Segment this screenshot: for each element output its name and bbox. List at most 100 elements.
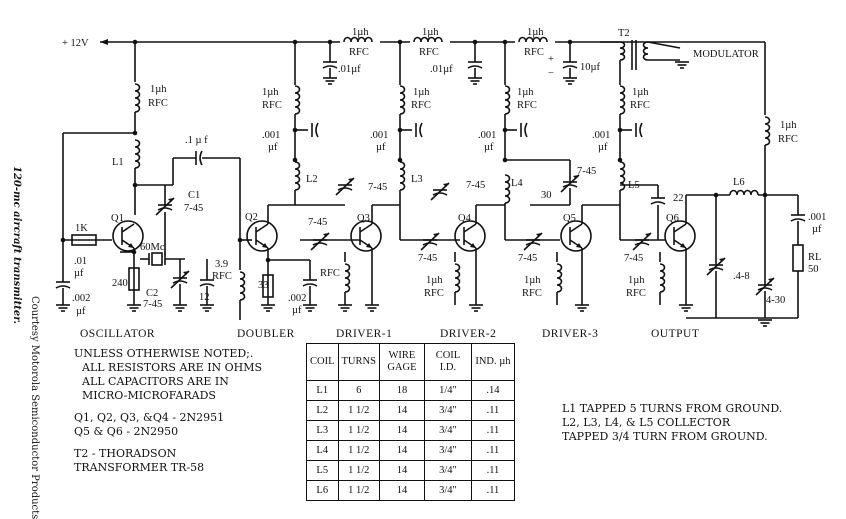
rail-cap-2: .01µf <box>430 64 453 75</box>
table-cell: 18 <box>378 380 425 401</box>
cap-c1: C1 <box>188 190 200 201</box>
resistor-33: 33 <box>258 280 269 291</box>
table-cell: .11 <box>470 480 515 501</box>
cap-30: 30 <box>541 190 552 201</box>
q2-rfc-label: RFC <box>262 100 282 111</box>
table-cell: .11 <box>470 440 515 461</box>
stage-oscillator: OSCILLATOR <box>80 328 155 340</box>
svg-text:µf: µf <box>74 268 84 279</box>
cap-002-b: .002 <box>288 293 306 304</box>
q4-coll-rfc-label: RFC <box>517 100 537 111</box>
table-cell: .11 <box>470 420 515 441</box>
table-cell: 3/4" <box>423 440 472 461</box>
col-coil: COIL <box>306 343 339 381</box>
table-cell: L1 <box>306 380 339 401</box>
transistor-q1: Q1 <box>111 213 124 224</box>
rail-rfc-3-label: RFC <box>524 47 544 58</box>
q6-rfc-label: RFC <box>626 288 646 299</box>
svg-text:−: − <box>548 68 554 79</box>
coil-l2: L2 <box>306 174 318 185</box>
tap-notes: L1 TAPPED 5 TURNS FROM GROUND. L2, L3, L… <box>562 402 783 443</box>
q3-out-trim: 7-45 <box>418 253 437 264</box>
load-rl: RL <box>808 252 821 263</box>
cap-22: 22 <box>673 193 684 204</box>
table-cell: L3 <box>306 420 339 441</box>
figure-title: 120-mc aircraft transmitter. <box>11 166 22 325</box>
q4-rfc-value: 1µh <box>426 275 443 286</box>
coil-l6: L6 <box>733 177 745 188</box>
trim-4-30: 4-30 <box>766 295 785 306</box>
rail-cap-1: .01µf <box>338 64 361 75</box>
transistor-q5: Q5 <box>563 213 576 224</box>
table-cell: 14 <box>378 480 425 501</box>
table-cell: 1 1/2 <box>337 420 380 441</box>
table-cell: 3/4" <box>423 480 472 501</box>
svg-text:µf: µf <box>76 306 86 317</box>
svg-text:µf: µf <box>292 305 302 316</box>
rail-rfc-1-value: 1µh <box>352 27 369 38</box>
coil-table: COIL TURNS WIRE GAGE COIL I.D. IND. µh L… <box>306 343 515 501</box>
svg-text:µf: µf <box>268 142 278 153</box>
modulator-label: MODULATOR <box>693 49 759 60</box>
svg-text:µf: µf <box>376 142 386 153</box>
q3-rfc-label: RFC <box>411 100 431 111</box>
rail-rfc-2-value: 1µh <box>422 27 439 38</box>
coil-l3: L3 <box>411 174 423 185</box>
trim-4-8: .4-8 <box>733 271 750 282</box>
out-rfc-label: RFC <box>778 134 798 145</box>
stage-driver-1: DRIVER-1 <box>336 328 392 340</box>
q5-out-trim: 7-45 <box>624 253 643 264</box>
resistor-240: 240 <box>112 278 128 289</box>
resistor-1k: 1K <box>75 223 88 234</box>
table-cell: 1 1/2 <box>337 480 380 501</box>
figure-credit: Courtesy Motorola Semiconductor Products <box>29 296 40 519</box>
q4-coll-rfc-value: 1µh <box>517 87 534 98</box>
table-cell: 14 <box>378 440 425 461</box>
table-cell: 6 <box>337 380 380 401</box>
transistor-q6: Q6 <box>666 213 679 224</box>
table-cell: L6 <box>306 480 339 501</box>
osc-rfc-label: RFC <box>148 98 168 109</box>
rail-rfc-3-value: 1µh <box>527 27 544 38</box>
cap-c2: C2 <box>146 288 158 299</box>
table-cell: 1/4" <box>423 380 472 401</box>
col-turns: TURNS <box>337 343 380 381</box>
transistor-q4: Q4 <box>458 213 472 224</box>
cap-01: .01 <box>74 256 87 267</box>
q2-out-rfc: RFC <box>320 268 340 279</box>
table-cell: 3/4" <box>423 400 472 421</box>
l4-trim: 7-45 <box>577 166 596 177</box>
out-rfc-value: 1µh <box>780 120 797 131</box>
electrolytic-cap: 10µf <box>580 62 601 73</box>
table-cell: L5 <box>306 460 339 481</box>
coil-table-header: COIL TURNS WIRE GAGE COIL I.D. IND. µh <box>306 343 515 381</box>
out-cap-value: .001 <box>808 212 826 223</box>
q5-bypass: .001 <box>592 130 610 141</box>
resistor-3-9: 3.9 <box>215 259 228 270</box>
q5-coll-rfc-value: 1µh <box>632 87 649 98</box>
cap-c1-value: 7-45 <box>184 203 203 214</box>
load-value: 50 <box>808 264 819 275</box>
stage-doubler: DOUBLER <box>237 328 295 340</box>
q6-rfc-value: 1µh <box>628 275 645 286</box>
table-cell: 14 <box>378 400 425 421</box>
q5-coll-rfc-label: RFC <box>630 100 650 111</box>
table-cell: 1 1/2 <box>337 460 380 481</box>
stage-driver-3: DRIVER-3 <box>542 328 598 340</box>
table-cell: .14 <box>470 380 515 401</box>
q3-rfc-value: 1µh <box>413 87 430 98</box>
doubler-base-rfc: RFC <box>212 271 232 282</box>
cap-002-a: .002 <box>72 293 90 304</box>
svg-text:+: + <box>548 54 554 65</box>
cap-c2-value: 7-45 <box>143 299 162 310</box>
col-wire-gage: WIRE GAGE <box>378 343 425 381</box>
table-cell: 3/4" <box>423 460 472 481</box>
crystal-60mc: 60Mc <box>140 242 165 253</box>
l2-trim: 7-45 <box>368 182 387 193</box>
table-cell: .11 <box>470 460 515 481</box>
